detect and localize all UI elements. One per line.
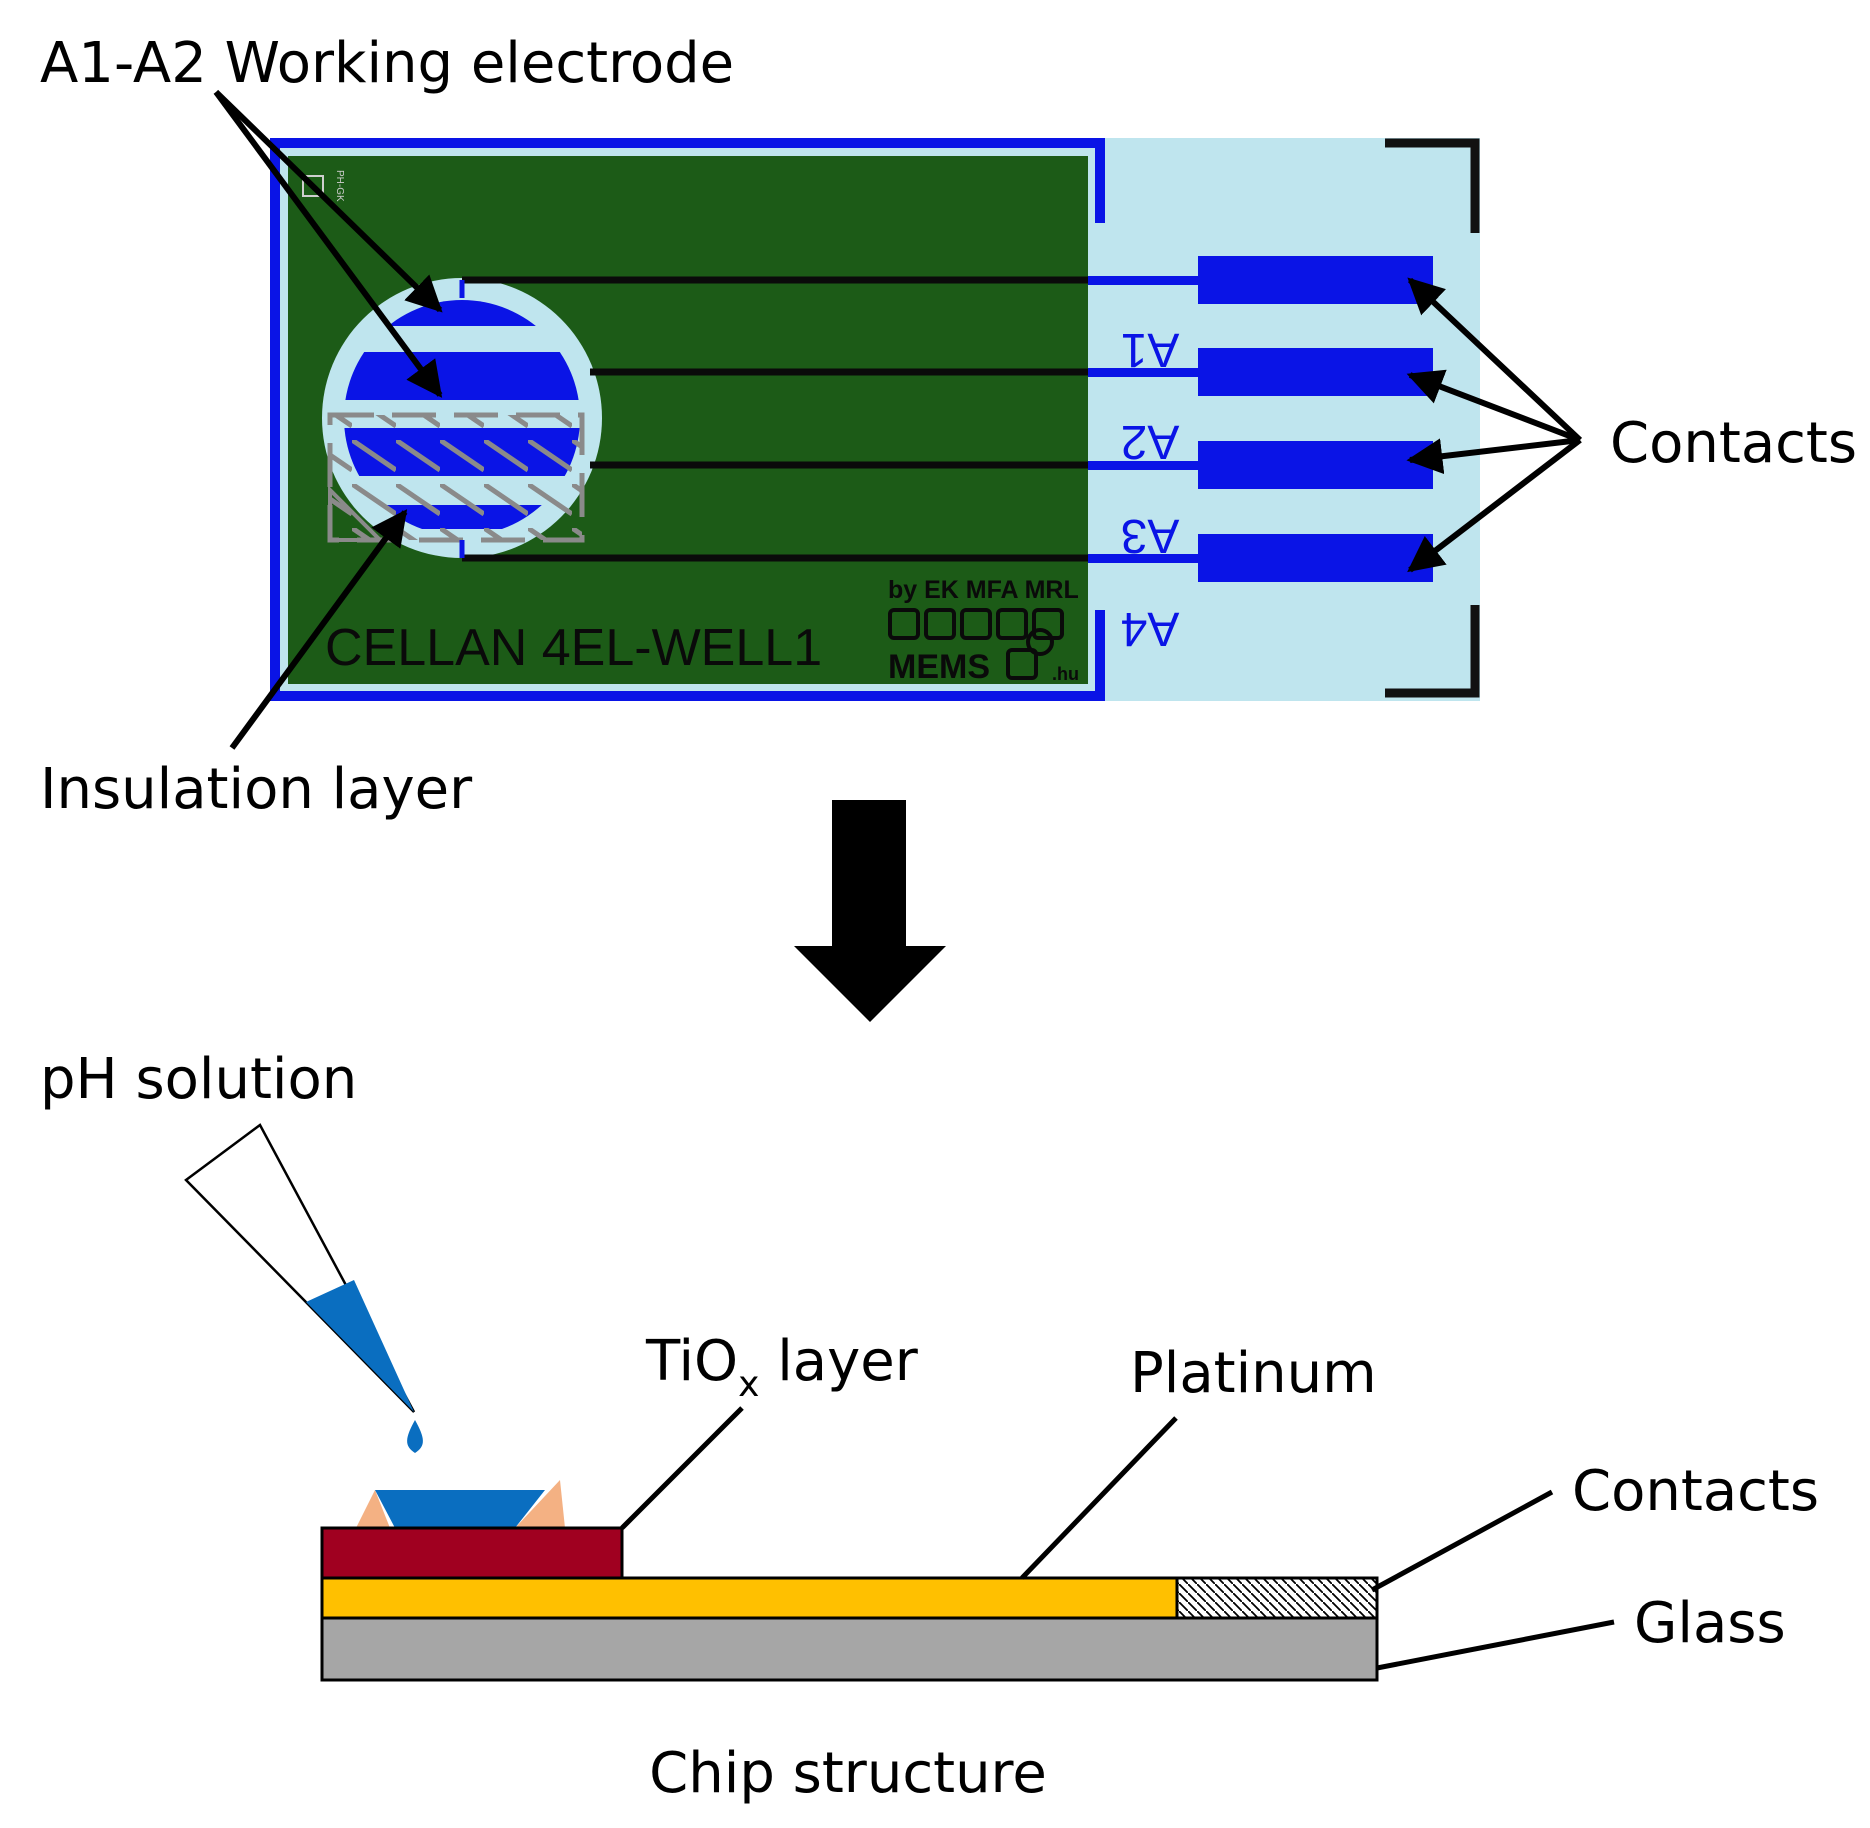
contact-hatch: [1175, 1576, 1379, 1620]
insulation-corner: [328, 485, 385, 542]
contact-pads: [1198, 256, 1433, 582]
drop-edge-left: [356, 1490, 390, 1528]
contact-pad-a4: [1198, 534, 1433, 582]
drop-icon: [407, 1420, 423, 1453]
contact-pad-a3: [1198, 441, 1433, 489]
contacts-arrows: [1406, 277, 1583, 573]
electrode-stripe-a2: [344, 352, 580, 400]
glass-leader: [1376, 1619, 1615, 1671]
insulation-hatch: [327, 412, 585, 543]
chip-layout: PH-GK: [270, 138, 1480, 701]
tiox-layer: [320, 1526, 624, 1582]
contact-pad-a2: [1198, 348, 1433, 396]
insulation-arrow: [229, 509, 408, 750]
label-insulation-layer: Insulation layer: [40, 757, 473, 822]
logo-boxes: [888, 608, 1064, 680]
border-tick-bottom: [1095, 610, 1105, 701]
tiox-leader: [620, 1406, 744, 1530]
chip-name: CELLAN 4EL-WELL1: [325, 619, 822, 677]
platinum-layer: [320, 1576, 1179, 1620]
traces: [462, 276, 1088, 562]
working-electrode-arrows: [213, 89, 443, 398]
chip-credit: by EK MFA MRL: [888, 576, 1079, 604]
label-chip-structure: Chip structure: [649, 1741, 1047, 1806]
label-working-electrode: A1-A2 Working electrode: [40, 31, 734, 96]
corner-mark-text: PH-GK: [334, 170, 345, 202]
label-ph-solution: pH solution: [40, 1047, 357, 1112]
platinum-leader: [1020, 1416, 1178, 1580]
drop-edge-right: [515, 1480, 565, 1528]
logo-suffix: .hu: [1052, 664, 1079, 684]
solution-drop: [375, 1490, 545, 1528]
label-tiox: TiOx layer: [645, 1329, 919, 1405]
border-tick-top: [1095, 138, 1105, 223]
glass-layer: [320, 1616, 1379, 1682]
contact-region: [1090, 138, 1480, 701]
label-a1: A1: [1121, 323, 1180, 376]
electrode-labels: A1 A2 A3 A4: [1121, 323, 1180, 655]
corner-bracket-bottom: [1385, 605, 1480, 698]
pipette-icon: [184, 1123, 423, 1453]
label-contacts-top: Contacts: [1610, 411, 1857, 476]
logo-text: MEMS: [888, 648, 990, 686]
label-a3: A3: [1121, 509, 1180, 562]
label-a4: A4: [1121, 602, 1180, 655]
label-contacts-bottom: Contacts: [1572, 1459, 1819, 1524]
corner-bracket-top: [1385, 138, 1480, 233]
down-arrow-icon: [794, 800, 946, 1022]
label-platinum: Platinum: [1130, 1341, 1377, 1406]
corner-square-mark: [302, 175, 324, 197]
label-a2: A2: [1121, 415, 1180, 468]
label-glass: Glass: [1634, 1591, 1786, 1656]
contact-pad-a1: [1198, 256, 1433, 304]
trace-extensions: [1088, 276, 1198, 563]
contacts-leader: [1370, 1489, 1554, 1593]
